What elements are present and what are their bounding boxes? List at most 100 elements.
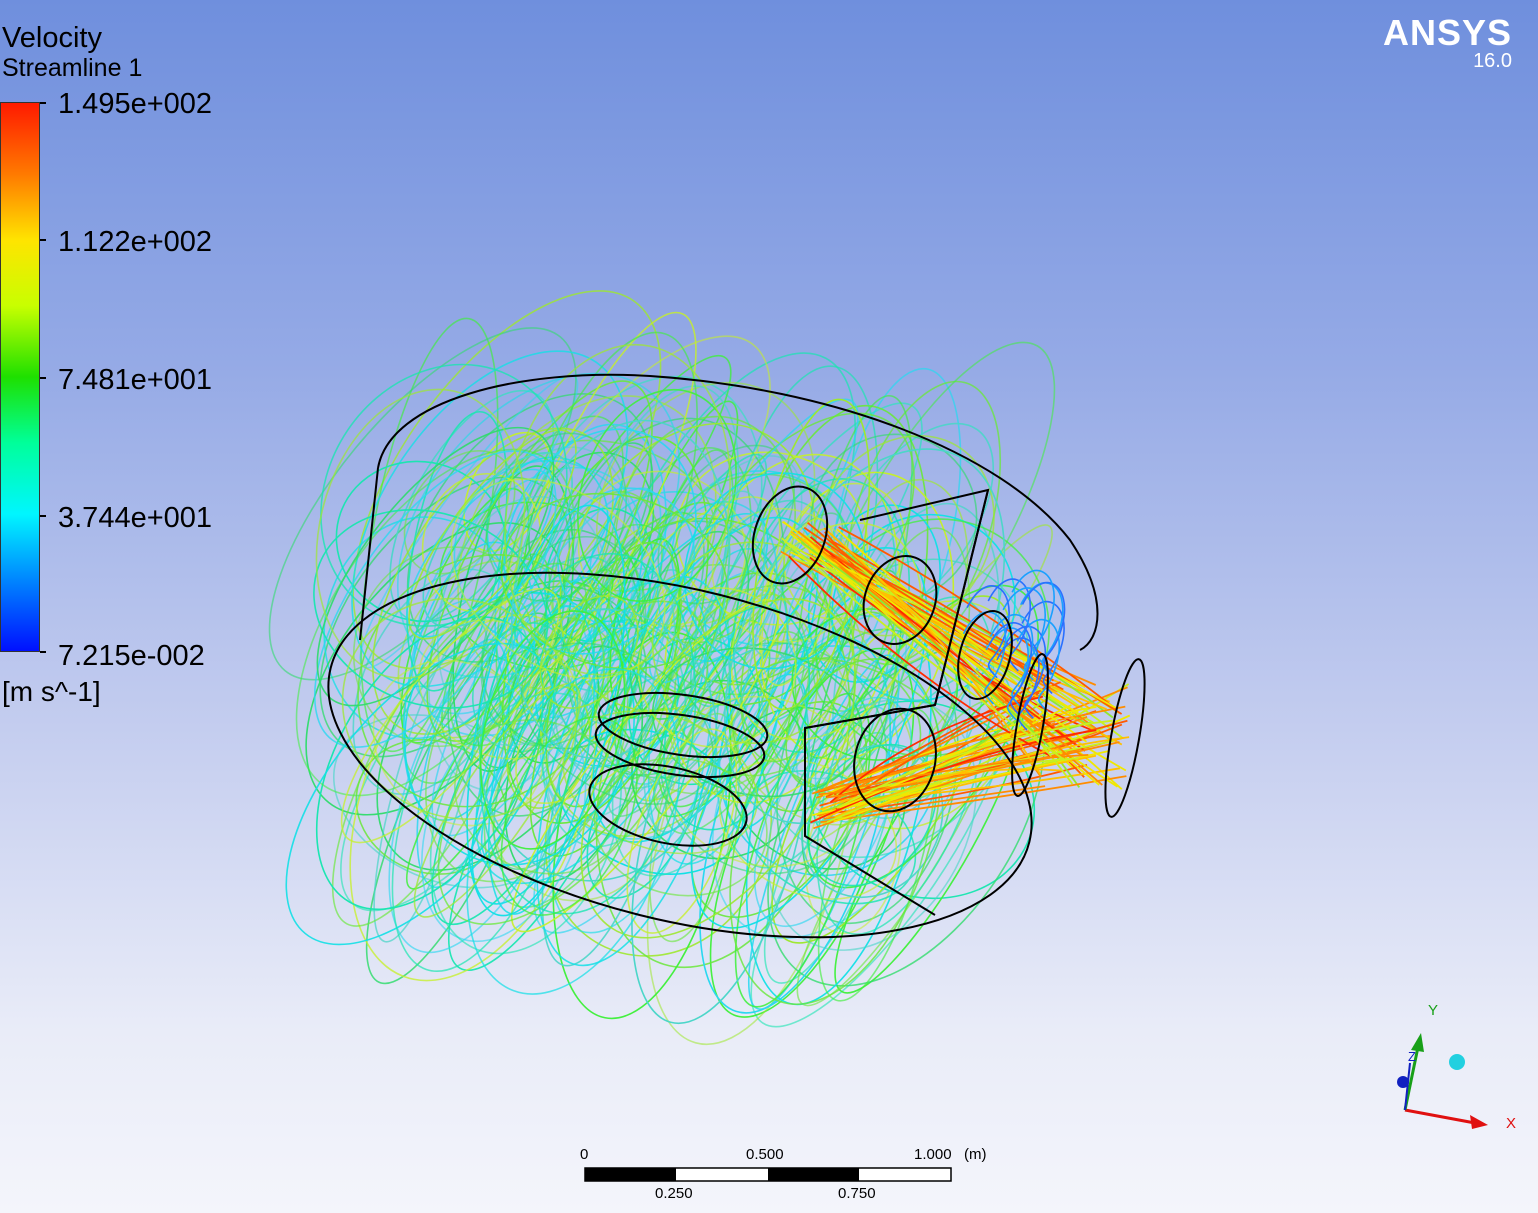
streamline xyxy=(1021,581,1066,676)
streamline xyxy=(829,695,1044,804)
streamline xyxy=(641,473,857,696)
scale-label: 0 xyxy=(580,1146,589,1163)
streamline xyxy=(760,537,908,780)
y-axis-label: Y xyxy=(1428,1002,1438,1019)
streamline xyxy=(450,478,666,680)
streamline xyxy=(823,785,1046,820)
scale-label: 1.000 xyxy=(914,1146,952,1163)
streamline xyxy=(360,317,499,753)
streamline xyxy=(962,611,1007,705)
streamline xyxy=(437,600,709,926)
streamline xyxy=(316,426,555,707)
streamline xyxy=(781,537,1067,762)
streamline xyxy=(295,448,576,797)
streamline xyxy=(479,610,626,850)
streamline xyxy=(510,419,731,760)
legend-tick-label: 1.122e+002 xyxy=(58,226,213,258)
streamline xyxy=(1002,587,1046,681)
streamline xyxy=(335,460,508,623)
streamline xyxy=(838,695,1052,829)
streamlines xyxy=(268,290,1131,1046)
streamline xyxy=(340,587,560,844)
streamline xyxy=(988,622,1032,716)
z-axis-line xyxy=(1404,1062,1411,1111)
streamline xyxy=(357,553,605,808)
streamline xyxy=(811,705,1126,795)
legend-tick-label: 7.215e-002 xyxy=(58,640,205,672)
streamline xyxy=(391,622,579,972)
streamline xyxy=(836,719,1113,809)
streamline xyxy=(418,619,580,760)
legend-tick xyxy=(40,651,46,653)
streamline xyxy=(747,654,900,1010)
streamline xyxy=(479,552,697,915)
streamline xyxy=(838,550,1074,785)
legend-tick xyxy=(40,515,46,517)
streamline xyxy=(406,410,508,692)
streamline xyxy=(966,585,1010,679)
axis-triad[interactable]: Y X Z xyxy=(1380,995,1530,1145)
z-axis-label: Z xyxy=(1408,1049,1416,1064)
streamline xyxy=(403,450,516,575)
streamline xyxy=(834,736,1130,818)
legend-title: Velocity xyxy=(2,22,102,54)
legend-units: [m s^-1] xyxy=(2,676,101,707)
streamline xyxy=(663,606,811,831)
y-axis-arrow xyxy=(1411,1033,1424,1052)
legend-tick-label: 1.495e+002 xyxy=(58,88,213,120)
streamline xyxy=(825,529,1042,776)
legend-subtitle: Streamline 1 xyxy=(2,54,143,82)
streamline xyxy=(515,496,781,805)
color-scale-bar xyxy=(0,102,40,652)
z-axis-dot xyxy=(1397,1076,1409,1088)
x-axis-label: X xyxy=(1506,1115,1516,1132)
streamline xyxy=(808,550,1116,709)
view-orientation-sphere[interactable] xyxy=(1449,1054,1465,1070)
streamline xyxy=(315,388,526,679)
streamline xyxy=(453,459,643,650)
streamline xyxy=(614,415,796,644)
legend-tick-label: 7.481e+001 xyxy=(58,364,213,396)
streamline xyxy=(285,642,555,946)
streamline xyxy=(479,608,718,882)
streamline xyxy=(817,707,937,1002)
streamline xyxy=(580,598,857,939)
scale-bar: 0 0.500 1.000 (m) 0.250 0.750 xyxy=(560,1138,1020,1208)
scale-label: 0.750 xyxy=(838,1185,876,1202)
legend-tick xyxy=(40,102,46,104)
geometry-outline xyxy=(327,373,1146,939)
streamline xyxy=(557,487,696,630)
streamline xyxy=(485,432,627,602)
scale-unit: (m) xyxy=(964,1146,987,1163)
streamline xyxy=(648,712,741,943)
streamline xyxy=(520,642,714,805)
scale-label: 0.250 xyxy=(655,1185,693,1202)
streamline xyxy=(753,703,900,928)
streamline xyxy=(803,526,1054,682)
streamline xyxy=(838,526,1117,711)
legend-tick xyxy=(40,239,46,241)
legend-tick xyxy=(40,377,46,379)
streamline xyxy=(815,543,1088,760)
streamline xyxy=(819,768,1064,811)
streamline xyxy=(683,472,867,670)
x-axis-line xyxy=(1404,1108,1476,1125)
legend-tick-label: 3.744e+001 xyxy=(58,502,213,534)
ansys-logo: ANSYS 16.0 xyxy=(1383,12,1512,73)
streamline xyxy=(481,585,647,750)
x-axis-arrow xyxy=(1470,1115,1488,1129)
streamline xyxy=(626,728,738,934)
streamline xyxy=(466,504,626,917)
streamline xyxy=(1011,569,1055,663)
streamline xyxy=(732,478,911,753)
streamline xyxy=(766,698,977,951)
streamline xyxy=(413,682,581,918)
scale-label: 0.500 xyxy=(746,1146,784,1163)
streamline xyxy=(352,568,519,795)
streamline xyxy=(466,667,681,995)
streamline xyxy=(807,522,1076,746)
streamline xyxy=(500,492,729,670)
streamline xyxy=(806,743,937,887)
brand-name: ANSYS xyxy=(1382,12,1512,53)
